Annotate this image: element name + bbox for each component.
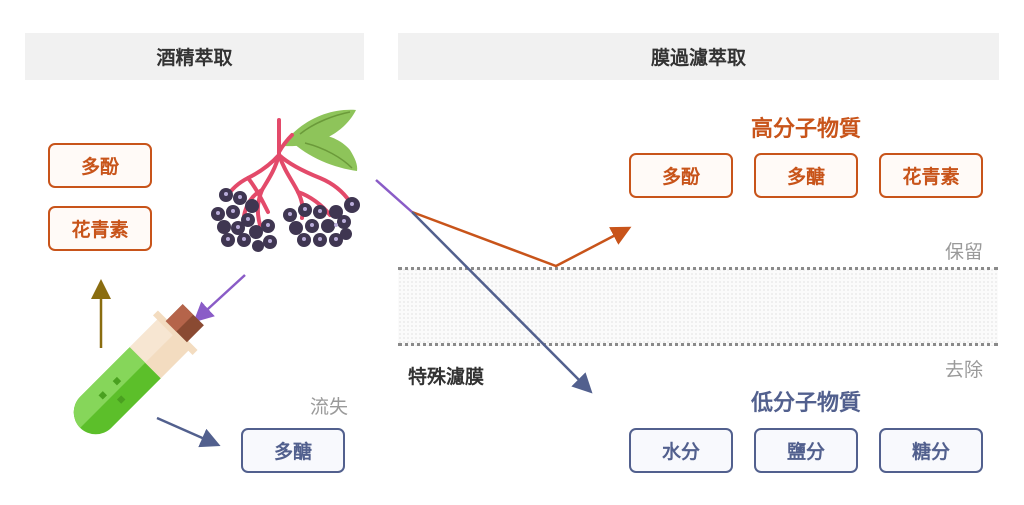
remove-label: 去除 (945, 359, 984, 381)
test-tube-icon (73, 304, 204, 435)
high-molecular-title: 高分子物質 (750, 117, 861, 142)
filter-membrane (398, 268, 998, 346)
low-tag-sugar: 糖分 (879, 428, 983, 473)
tag-label: 多酚 (661, 166, 700, 188)
membrane-extraction-header: 膜過濾萃取 (398, 33, 999, 80)
elderberry-cluster-icon (211, 109, 360, 252)
tag-label: 鹽分 (786, 441, 825, 463)
left-retained-tag-anthocyanin: 花青素 (48, 206, 152, 251)
tag-label: 多醣 (786, 166, 825, 188)
arrow-passthrough-path (411, 211, 593, 394)
high-tag-polyphenol: 多酚 (629, 153, 733, 198)
membrane-extraction-title: 膜過濾萃取 (650, 47, 746, 69)
arrow-tube-to-lost (156, 416, 221, 448)
tag-label: 水分 (661, 441, 700, 463)
membrane-top-edge (398, 267, 998, 270)
arrow-retained-path (411, 210, 632, 268)
tag-label: 多酚 (80, 156, 119, 178)
tag-label: 糖分 (911, 441, 950, 463)
alcohol-extraction-title: 酒精萃取 (156, 47, 233, 69)
arrow-input-to-membrane (375, 179, 413, 213)
low-tag-salt: 鹽分 (754, 428, 858, 473)
tag-label: 多醣 (273, 441, 312, 463)
tag-label: 花青素 (71, 219, 129, 241)
tag-label: 花青素 (902, 166, 960, 188)
left-lost-tag-polysaccharide: 多醣 (241, 428, 345, 473)
membrane-label: 特殊濾膜 (408, 366, 485, 388)
alcohol-extraction-header: 酒精萃取 (25, 33, 364, 80)
low-tag-water: 水分 (629, 428, 733, 473)
left-retained-tag-polyphenol: 多酚 (48, 143, 152, 188)
membrane-bottom-edge (398, 343, 998, 346)
high-tag-polysaccharide: 多醣 (754, 153, 858, 198)
retain-label: 保留 (945, 241, 984, 263)
high-tag-anthocyanin: 花青素 (879, 153, 983, 198)
arrow-berry-to-tube (193, 274, 246, 323)
low-molecular-title: 低分子物質 (750, 391, 861, 416)
lost-label: 流失 (310, 396, 349, 418)
